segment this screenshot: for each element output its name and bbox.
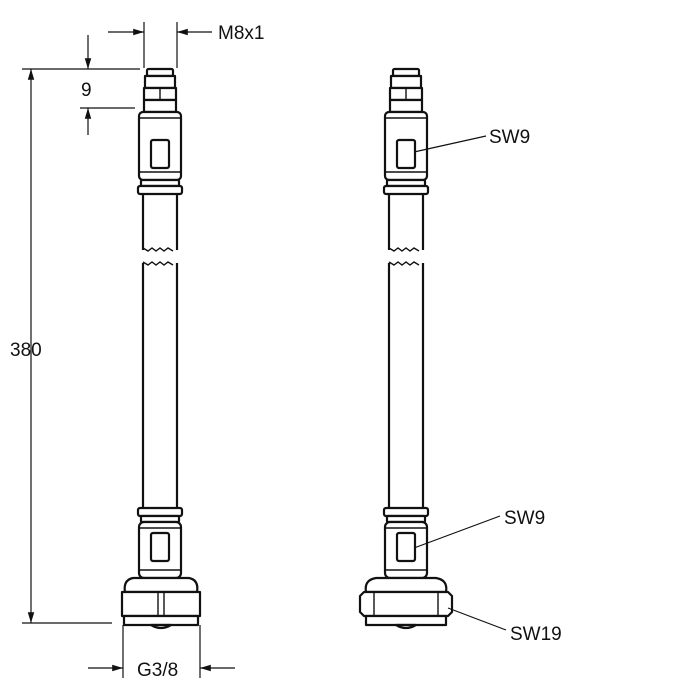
upper-wrench-label: SW9 [489,127,530,148]
hose-front-view-callouts [358,67,454,630]
thread-top-label: M8x1 [218,23,264,44]
callout-upper-wrench: SW9 [413,127,530,153]
dimension-thread-top: M8x1 [108,22,264,68]
total-length-label: 380 [10,340,42,361]
dimension-thread-bottom: G3/8 [88,625,235,681]
dimension-top-length: 9 [80,35,140,135]
callout-nut-wrench: SW19 [447,607,562,645]
nut-wrench-label: SW19 [510,624,562,645]
top-length-label: 9 [81,80,92,101]
dimension-total-length: 380 [10,68,112,624]
lower-wrench-label: SW9 [504,508,545,529]
callout-lower-wrench: SW9 [413,508,545,549]
hose-front-view-dimensioned [120,67,202,630]
thread-bottom-label: G3/8 [137,660,178,681]
